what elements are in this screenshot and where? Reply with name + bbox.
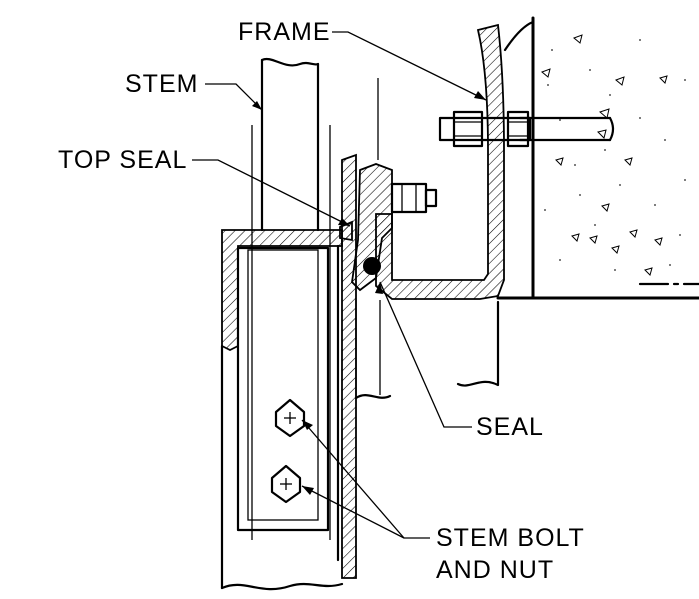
leader-stem-bolt [301, 419, 430, 539]
anchor-bolt [438, 110, 532, 148]
label-stem: STEM [125, 70, 199, 98]
concrete-triangles [541, 34, 668, 276]
concrete-aggregate [544, 39, 686, 271]
leader-stem [205, 83, 263, 111]
stem-bolt-head-lower [270, 464, 302, 504]
gate-skin-plate [341, 153, 357, 579]
seal-bulb [363, 257, 381, 275]
seal-retainer-bolt [390, 182, 438, 214]
label-frame: FRAME [238, 18, 331, 46]
stem [251, 57, 381, 540]
frame-angle [375, 20, 535, 387]
stem-bolt-head-upper [274, 398, 306, 438]
leader-top-seal [192, 159, 351, 227]
label-stem-bolt-line2: AND NUT [436, 556, 555, 584]
label-top-seal: TOP SEAL [58, 146, 188, 174]
stem-bracket [220, 229, 343, 590]
concrete-wall [496, 16, 699, 300]
leader-frame [332, 31, 487, 101]
leader-seal [375, 281, 472, 428]
label-seal: SEAL [476, 413, 544, 441]
label-stem-bolt-line1: STEM BOLT [436, 524, 585, 552]
